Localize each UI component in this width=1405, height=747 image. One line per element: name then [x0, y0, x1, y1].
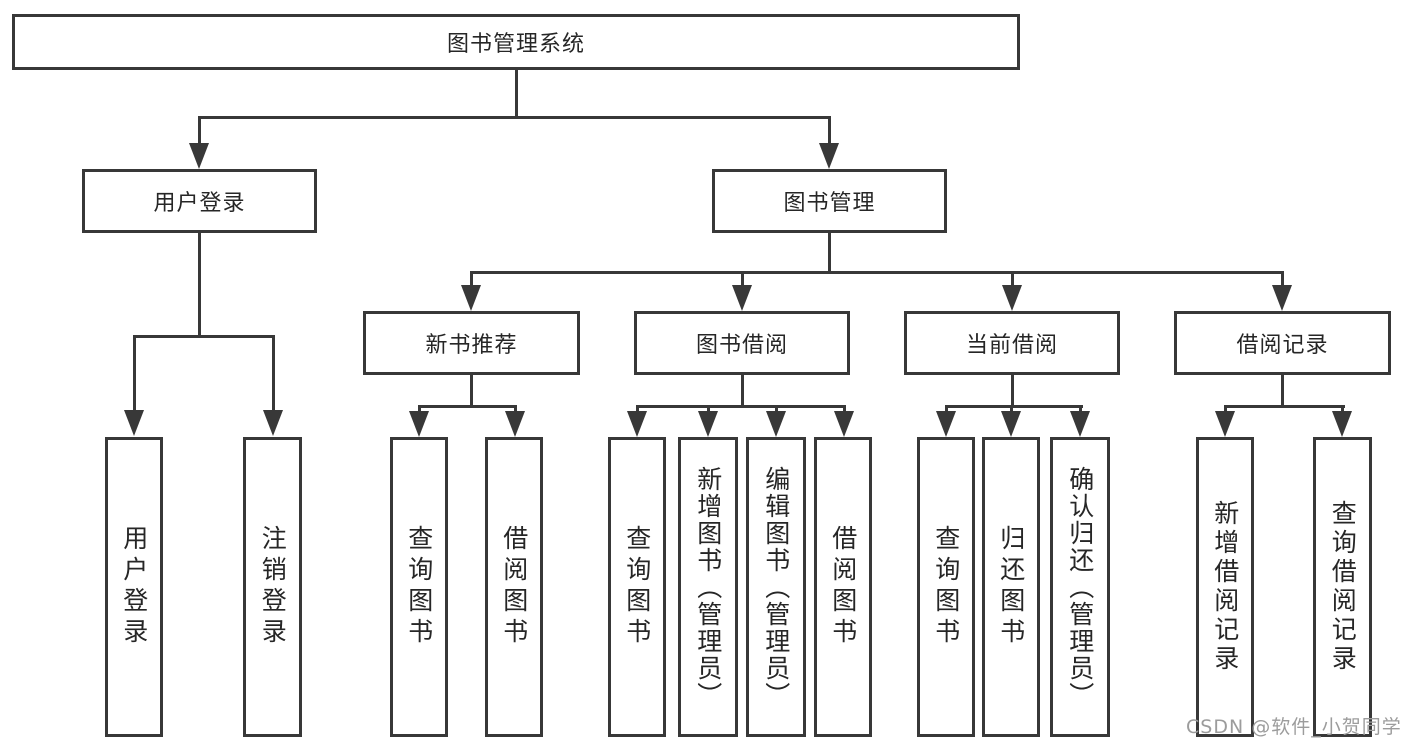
arrow-down-icon — [1272, 285, 1292, 311]
connector-drop — [636, 405, 639, 415]
arrow-down-icon — [1002, 285, 1022, 311]
node-label: 查询图书 — [931, 525, 961, 649]
node-label: 图书管理 — [783, 191, 876, 216]
node-label: 查询借阅记录 — [1328, 500, 1358, 674]
connector-drop — [775, 405, 778, 415]
node-library-management-system: 图书管理系统 — [12, 14, 1020, 70]
connector-level2-bar — [198, 116, 831, 119]
node-borrowing-records: 借阅记录 — [1174, 311, 1391, 375]
connector-drop-recommend — [470, 271, 473, 287]
leaf-current-query-books: 查询图书 — [917, 437, 975, 737]
arrow-down-icon — [1332, 411, 1352, 437]
node-label: 借阅图书 — [828, 525, 858, 649]
leaf-borrowing-borrow-books: 借阅图书 — [814, 437, 872, 737]
connector-borrowing-bar — [636, 405, 846, 408]
arrow-down-icon — [627, 411, 647, 437]
connector-drop — [1079, 405, 1082, 415]
node-label: 图书借阅 — [695, 333, 788, 358]
connector-borrowing-trunk — [741, 375, 744, 408]
connector-current-bar — [945, 405, 1083, 408]
arrow-down-icon — [732, 285, 752, 311]
connector-drop-leaf-login — [133, 335, 136, 413]
node-label: 新书推荐 — [425, 333, 518, 358]
leaf-records-query-borrow-record: 查询借阅记录 — [1313, 437, 1372, 737]
connector-drop-leaf-logout — [272, 335, 275, 413]
connector-recommend-bar — [418, 405, 517, 408]
connector-records-bar — [1224, 405, 1345, 408]
connector-drop — [514, 405, 517, 415]
arrow-down-icon — [409, 411, 429, 437]
leaf-borrowing-query-books: 查询图书 — [608, 437, 666, 737]
arrow-down-icon — [936, 411, 956, 437]
connector-drop-borrowing — [741, 271, 744, 287]
connector-drop — [945, 405, 948, 415]
node-label: 新增借阅记录 — [1210, 500, 1240, 674]
watermark: CSDN @软件_小贺同学 — [1186, 716, 1402, 738]
arrow-down-icon — [1001, 411, 1021, 437]
connector-drop-book-management — [828, 116, 831, 146]
arrow-down-icon — [124, 410, 144, 436]
node-book-borrowing: 图书借阅 — [634, 311, 850, 375]
arrow-down-icon — [1070, 411, 1090, 437]
node-label: 借阅记录 — [1236, 333, 1329, 358]
leaf-logout-login: 注销登录 — [243, 437, 302, 737]
connector-drop — [418, 405, 421, 415]
leaf-records-add-borrow-record: 新增借阅记录 — [1196, 437, 1254, 737]
arrow-down-icon — [698, 411, 718, 437]
connector-book-management-trunk — [828, 233, 831, 274]
connector-drop-records — [1281, 271, 1284, 287]
connector-user-login-bar — [133, 335, 275, 338]
arrow-down-icon — [819, 143, 839, 169]
connector-drop — [707, 405, 710, 415]
leaf-user-login: 用户登录 — [105, 437, 163, 737]
leaf-recommend-borrow-books: 借阅图书 — [485, 437, 543, 737]
node-label: 借阅图书 — [499, 525, 529, 649]
connector-level3-bar — [470, 271, 1283, 274]
node-label: 当前借阅 — [965, 333, 1058, 358]
node-label: 确认归还（管理员） — [1065, 465, 1095, 709]
node-label: 注销登录 — [258, 525, 288, 649]
node-label: 查询图书 — [404, 525, 434, 649]
connector-user-login-trunk — [198, 233, 201, 337]
arrow-down-icon — [461, 285, 481, 311]
arrow-down-icon — [766, 411, 786, 437]
arrow-down-icon — [834, 411, 854, 437]
connector-drop — [1341, 405, 1344, 415]
arrow-down-icon — [189, 143, 209, 169]
connector-drop-user-login — [198, 116, 201, 146]
connector-drop — [1224, 405, 1227, 415]
arrow-down-icon — [263, 410, 283, 436]
node-label: 归还图书 — [996, 525, 1026, 649]
node-label: 查询图书 — [622, 525, 652, 649]
arrow-down-icon — [1215, 411, 1235, 437]
node-label: 用户登录 — [119, 525, 149, 649]
node-new-book-recommendation: 新书推荐 — [363, 311, 580, 375]
leaf-recommend-query-books: 查询图书 — [390, 437, 448, 737]
leaf-borrowing-edit-books-admin: 编辑图书（管理员） — [746, 437, 806, 737]
connector-drop — [1010, 405, 1013, 415]
leaf-current-confirm-return-admin: 确认归还（管理员） — [1050, 437, 1110, 737]
connector-recommend-trunk — [470, 375, 473, 408]
node-label: 图书管理系统 — [446, 32, 585, 57]
connector-drop-current — [1011, 271, 1014, 287]
connector-records-trunk — [1281, 375, 1284, 408]
node-book-management: 图书管理 — [712, 169, 947, 233]
arrow-down-icon — [505, 411, 525, 437]
node-current-borrowing: 当前借阅 — [904, 311, 1120, 375]
node-label: 编辑图书（管理员） — [761, 465, 791, 709]
connector-drop — [843, 405, 846, 415]
node-label: 新增图书（管理员） — [693, 465, 723, 709]
leaf-current-return-books: 归还图书 — [982, 437, 1040, 737]
node-user-login: 用户登录 — [82, 169, 317, 233]
node-label: 用户登录 — [153, 191, 246, 216]
connector-current-trunk — [1011, 375, 1014, 408]
leaf-borrowing-add-books-admin: 新增图书（管理员） — [678, 437, 738, 737]
connector-root-trunk — [515, 70, 518, 118]
